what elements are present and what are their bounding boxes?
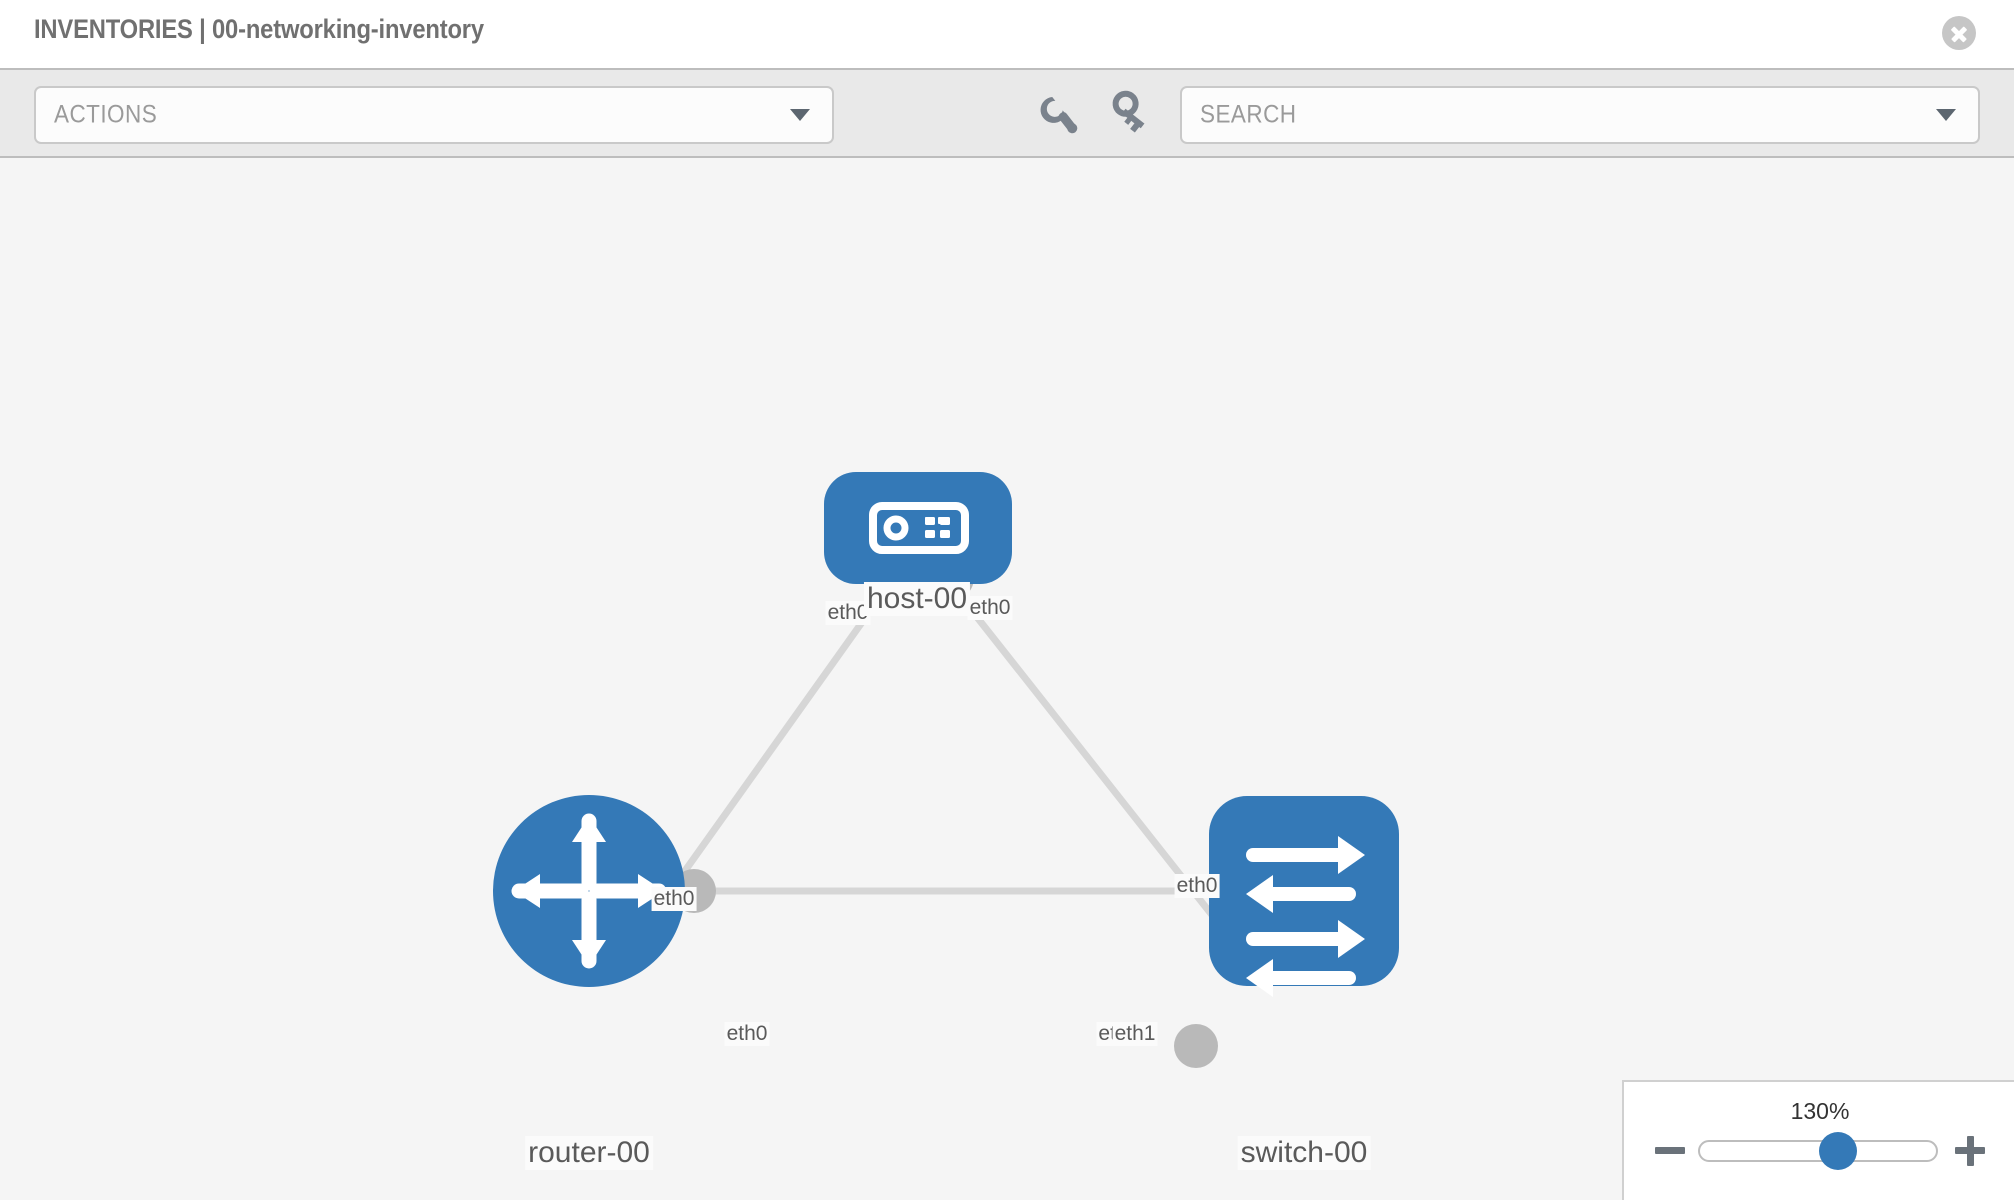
node-switch-00 <box>1209 796 1399 997</box>
port-label-router-link-eth0: eth0 <box>651 887 697 911</box>
port-layer <box>672 556 1260 1068</box>
wrench-icon[interactable] <box>1035 90 1085 140</box>
zoom-out-button[interactable] <box>1654 1134 1686 1166</box>
node-host-00 <box>824 472 1012 584</box>
key-icon[interactable] <box>1102 90 1152 140</box>
topology-graph <box>493 472 1399 1068</box>
zoom-percent-label: 130% <box>1790 1098 1850 1124</box>
actions-dropdown-label: ACTIONS <box>54 100 158 129</box>
zoom-control: 130% <box>1622 1080 2014 1200</box>
page-header: INVENTORIES | 00-networking-inventory <box>0 0 2014 68</box>
port-label-host-eth0-left: eth0 <box>825 601 871 625</box>
link-layer <box>627 580 1241 951</box>
zoom-in-button[interactable] <box>1954 1134 1986 1166</box>
page-title: INVENTORIES | 00-networking-inventory <box>34 14 484 44</box>
port-label-router-eth0: eth0 <box>724 1022 770 1046</box>
zoom-slider-track[interactable] <box>1698 1140 1938 1162</box>
node-router-00 <box>493 795 685 987</box>
chevron-down-icon <box>790 109 810 121</box>
topology-canvas[interactable]: eth0 eth0 eth0 eth0 eth0 eth eth1 host-0… <box>0 158 2014 1200</box>
node-label-host-00: host-00 <box>863 582 971 616</box>
search-input-placeholder: SEARCH <box>1200 100 1297 129</box>
port-switch-eth1 <box>1174 1024 1218 1068</box>
close-icon[interactable] <box>1942 16 1976 50</box>
node-label-switch-00: switch-00 <box>1237 1136 1371 1170</box>
port-label-switch-eth1: eth1 <box>1112 1022 1158 1046</box>
chevron-down-icon <box>1936 109 1956 121</box>
search-dropdown[interactable]: SEARCH <box>1180 86 1980 144</box>
zoom-slider-handle[interactable] <box>1819 1132 1858 1170</box>
toolbar: ACTIONS SEARCH <box>0 68 2014 158</box>
node-label-router-00: router-00 <box>525 1136 653 1170</box>
port-label-switch-link-eth0: eth0 <box>1174 874 1220 898</box>
actions-dropdown[interactable]: ACTIONS <box>34 86 834 144</box>
port-label-host-eth0-right: eth0 <box>967 596 1013 620</box>
